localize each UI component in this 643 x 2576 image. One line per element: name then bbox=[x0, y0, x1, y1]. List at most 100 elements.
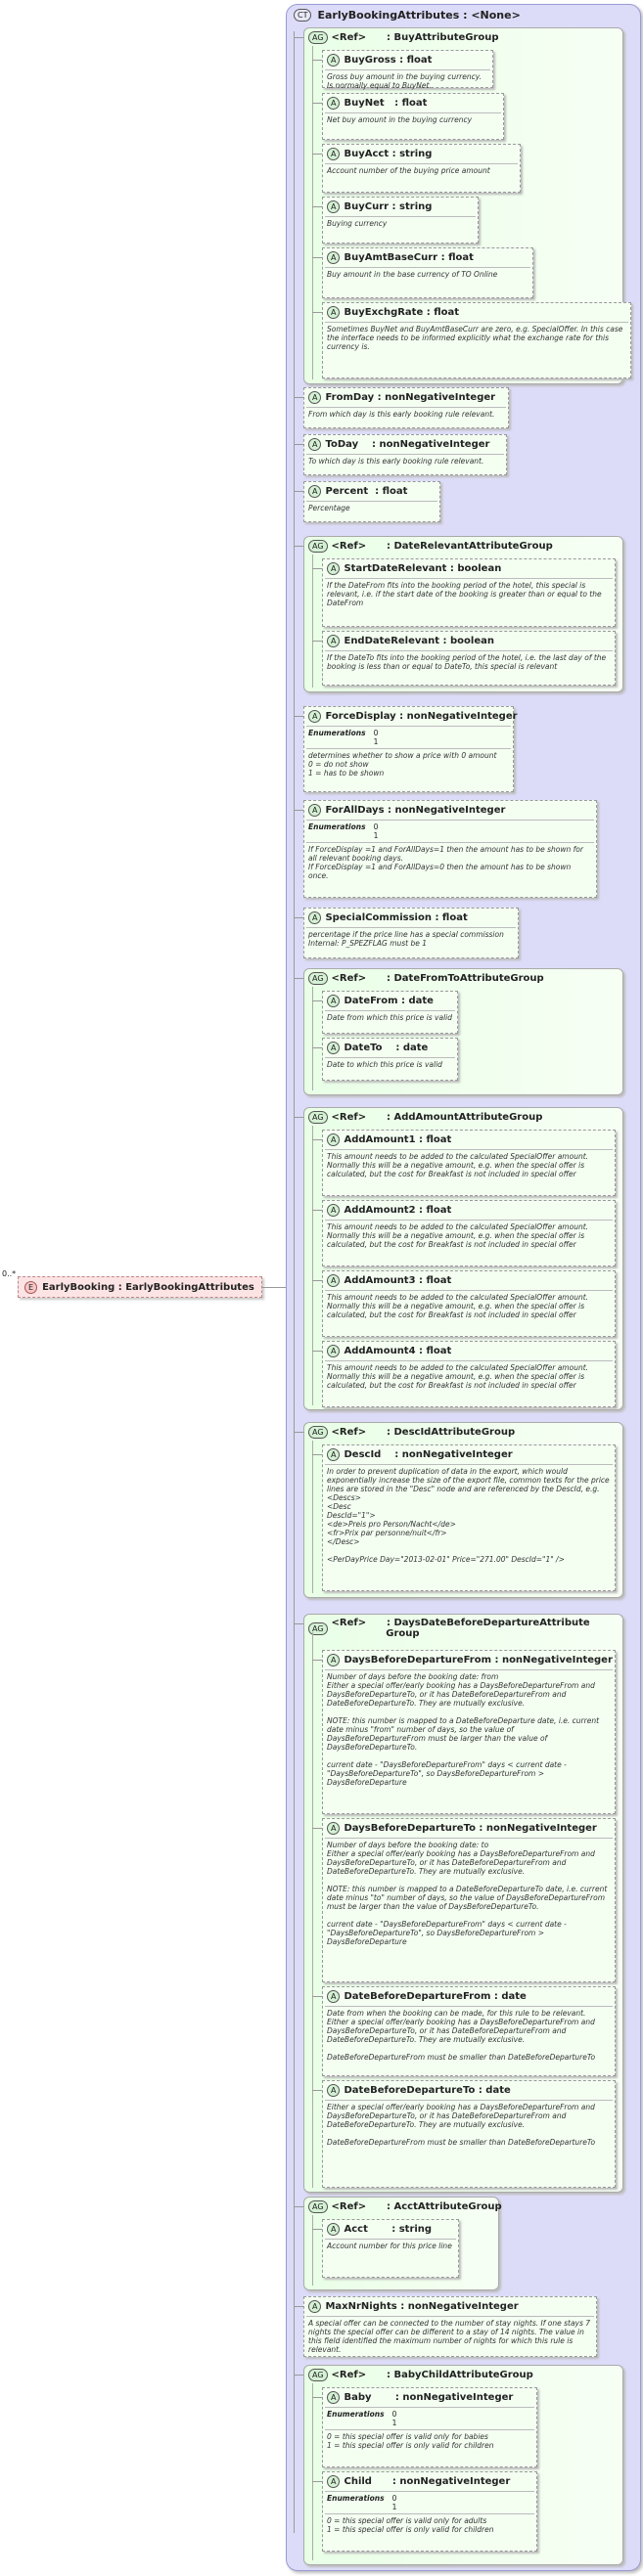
connector bbox=[312, 641, 322, 642]
group-spine bbox=[312, 2383, 313, 2560]
attribute-badge: A bbox=[327, 1133, 341, 1146]
documentation: Account number of the buying price amoun… bbox=[327, 166, 490, 175]
root-element[interactable]: E EarlyBooking : EarlyBookingAttributes bbox=[18, 1276, 262, 1298]
attribute-badge: A bbox=[327, 1204, 341, 1217]
connector bbox=[312, 154, 322, 155]
connector bbox=[312, 1660, 322, 1661]
attribute-group-badge: AG bbox=[308, 1426, 328, 1439]
attribute-group-badge: AG bbox=[308, 1621, 328, 1635]
documentation: Either a special offer/early booking has… bbox=[327, 2103, 596, 2147]
documentation: A special offer can be connected to the … bbox=[308, 2319, 593, 2354]
connector bbox=[312, 1210, 322, 1211]
connector bbox=[294, 2206, 303, 2207]
attribute-group[interactable]: AG<Ref> : DaysDateBeforeDepartureAttribu… bbox=[303, 1614, 623, 2193]
documentation: To which day is this early booking rule … bbox=[308, 457, 484, 466]
connector bbox=[312, 1280, 322, 1281]
attribute-badge: A bbox=[327, 1654, 341, 1666]
separator bbox=[325, 69, 490, 70]
separator bbox=[325, 2239, 456, 2240]
group-label: <Ref> : DaysDateBeforeDepartureAttribute… bbox=[331, 1618, 590, 1639]
separator bbox=[325, 1669, 613, 1670]
group-spine bbox=[312, 1632, 313, 2188]
node-label: Child : nonNegativeInteger bbox=[344, 2476, 511, 2487]
attribute-badge: A bbox=[327, 306, 341, 319]
group-title: AG<Ref> : DescIdAttributeGroup bbox=[304, 1423, 622, 1442]
group-spine bbox=[312, 987, 313, 1090]
documentation: Buying currency bbox=[327, 219, 388, 228]
documentation: This amount needs to be added to the cal… bbox=[327, 1293, 591, 1319]
connector bbox=[312, 1000, 322, 1001]
connector bbox=[294, 1117, 303, 1118]
separator bbox=[325, 1010, 455, 1011]
attribute-badge: A bbox=[327, 200, 341, 213]
attribute-badge: A bbox=[327, 54, 341, 67]
attribute-group-badge: AG bbox=[308, 2200, 328, 2213]
separator bbox=[325, 1149, 613, 1150]
documentation: If the DateFrom fits into the booking pe… bbox=[327, 581, 604, 607]
separator bbox=[325, 112, 501, 113]
group-label: <Ref> : AddAmountAttributeGroup bbox=[331, 1112, 543, 1123]
attribute-badge: A bbox=[308, 710, 322, 723]
attribute-badge: A bbox=[327, 2475, 341, 2488]
attribute-badge: A bbox=[327, 1990, 341, 2003]
group-title: AG<Ref> : AddAmountAttributeGroup bbox=[304, 1108, 622, 1127]
node-label: AddAmount1 : float bbox=[344, 1134, 452, 1145]
separator bbox=[325, 216, 476, 217]
root-element-label: EarlyBooking : EarlyBookingAttributes bbox=[42, 1281, 254, 1293]
documentation: In order to prevent duplication of data … bbox=[327, 1467, 610, 1564]
node-label: BuyAcct : string bbox=[344, 149, 433, 159]
separator bbox=[306, 842, 594, 843]
node-label: BuyGross : float bbox=[344, 55, 433, 66]
documentation: Number of days before the booking date: … bbox=[327, 1841, 608, 1946]
connector bbox=[294, 2306, 303, 2307]
group-title: AG<Ref> : DateRelevantAttributeGroup bbox=[304, 537, 622, 555]
enumeration-value: 1 bbox=[391, 2503, 397, 2511]
